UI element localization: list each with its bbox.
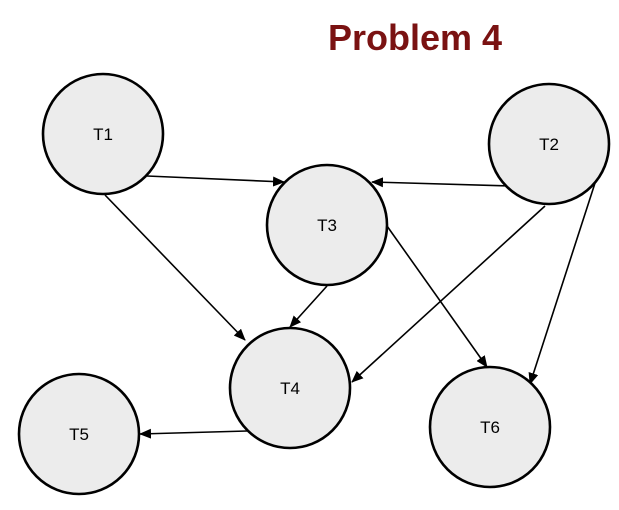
node-t2: T2	[487, 82, 611, 206]
edges-layer	[104, 175, 597, 439]
node-t3: T3	[265, 163, 389, 287]
node-label-t3: T3	[317, 216, 337, 235]
node-t1: T1	[41, 72, 165, 196]
edge-t4-to-t5	[139, 428, 248, 439]
node-t6: T6	[428, 365, 552, 489]
edge-t1-to-t3	[146, 175, 285, 187]
node-label-t4: T4	[280, 379, 300, 398]
node-circle-t1	[41, 72, 165, 196]
node-t5: T5	[17, 372, 141, 496]
edge-t1-to-t4	[104, 194, 246, 341]
node-label-t2: T2	[539, 135, 559, 154]
node-circle-t5	[17, 372, 141, 496]
node-t4: T4	[228, 326, 352, 450]
edge-t3-to-t6	[386, 225, 488, 368]
node-circle-t4	[228, 326, 352, 450]
edge-t2-to-t3	[371, 177, 513, 188]
edge-t2-to-t4	[351, 205, 546, 383]
node-circle-t6	[428, 365, 552, 489]
node-circle-t3	[265, 163, 389, 287]
node-circle-t2	[487, 82, 611, 206]
diagram-title: Problem 4	[327, 17, 503, 58]
node-label-t6: T6	[480, 418, 500, 437]
edge-t3-to-t4	[289, 285, 328, 328]
edge-t2-to-t6	[528, 179, 597, 385]
node-label-t5: T5	[69, 425, 89, 444]
node-label-t1: T1	[93, 125, 113, 144]
